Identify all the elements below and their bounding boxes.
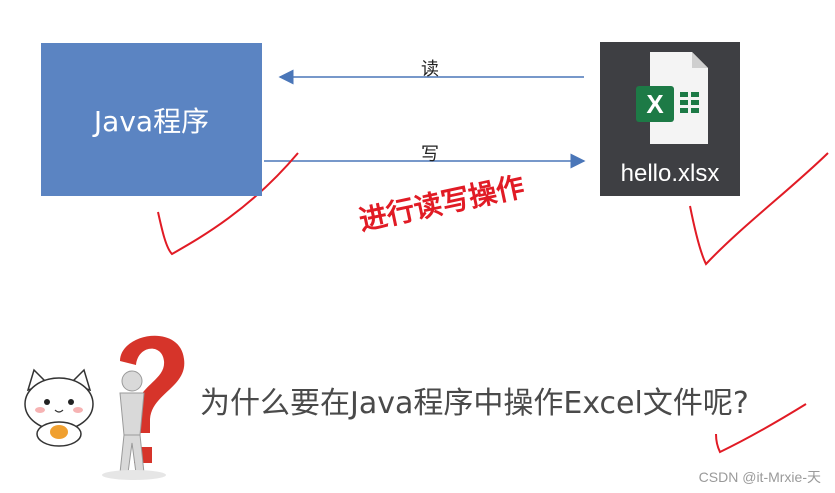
csdn-watermark: CSDN @it-Mrxie-天 [698,469,821,485]
read-arrow-label: 读 [421,59,439,80]
check-mark-java [157,152,299,256]
excel-file-icon: X [636,52,708,144]
java-program-label: Java程序 [93,104,210,138]
excel-file-tile[interactable]: X hello.xlsx [600,42,740,196]
excel-icon-letter: X [646,89,664,119]
excel-file-name: hello.xlsx [620,160,720,187]
check-mark-question [715,403,807,454]
thinking-person-icon [119,370,145,474]
write-arrow-label: 写 [421,144,439,165]
check-mark-excel [689,152,829,266]
cat-sticker-icon [24,368,94,447]
java-program-box: Java程序 [41,43,262,196]
question-mark-icon [102,335,185,480]
question-text: 为什么要在Java程序中操作Excel文件呢? [200,386,749,421]
